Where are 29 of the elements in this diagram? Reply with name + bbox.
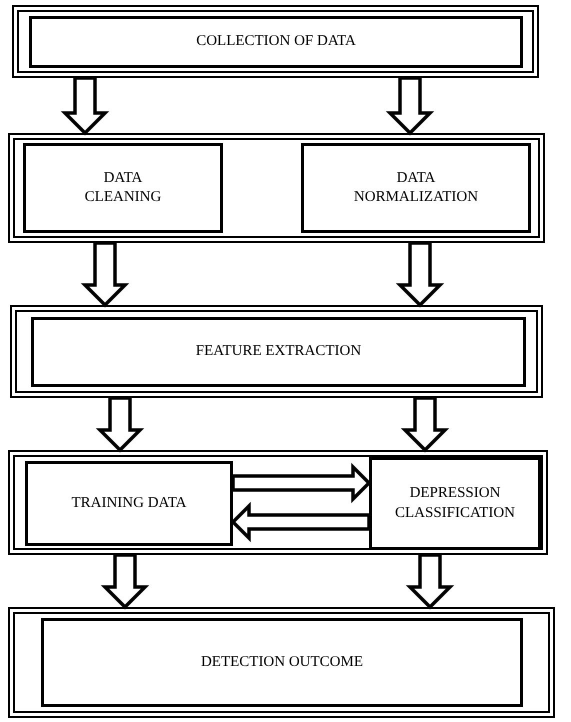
process-box: [31, 317, 526, 387]
stage-band: [10, 305, 543, 398]
block-arrow: [100, 553, 150, 610]
stage-band: [8, 607, 555, 718]
block-arrow: [400, 396, 450, 452]
box-label: DETECTION OUTCOME: [200, 652, 364, 672]
stage-band: [8, 450, 548, 555]
block-arrow: [96, 396, 144, 452]
process-box: [369, 457, 541, 550]
box-label: FEATURE EXTRACTION: [196, 342, 362, 362]
block-arrow: [231, 462, 372, 504]
box-label: TRAINING DATA: [71, 494, 187, 513]
process-box: [23, 143, 223, 233]
process-box: [29, 16, 523, 68]
block-arrow: [386, 76, 434, 136]
box-label: DATA NORMALIZATION: [352, 168, 480, 207]
stage-band: [8, 133, 545, 243]
process-box: [25, 461, 233, 546]
block-arrow: [396, 241, 444, 308]
block-arrow: [406, 553, 454, 610]
process-box: [41, 618, 523, 707]
block-arrow: [230, 502, 371, 542]
stage-band: [12, 5, 539, 78]
process-box: [301, 143, 531, 233]
box-label: COLLECTION OF DATA: [196, 32, 356, 52]
box-label: DATA CLEANING: [84, 168, 162, 207]
block-arrow: [80, 241, 130, 308]
box-label: DEPRESSION CLASSIFICATION: [394, 484, 516, 522]
block-arrow: [60, 76, 110, 136]
